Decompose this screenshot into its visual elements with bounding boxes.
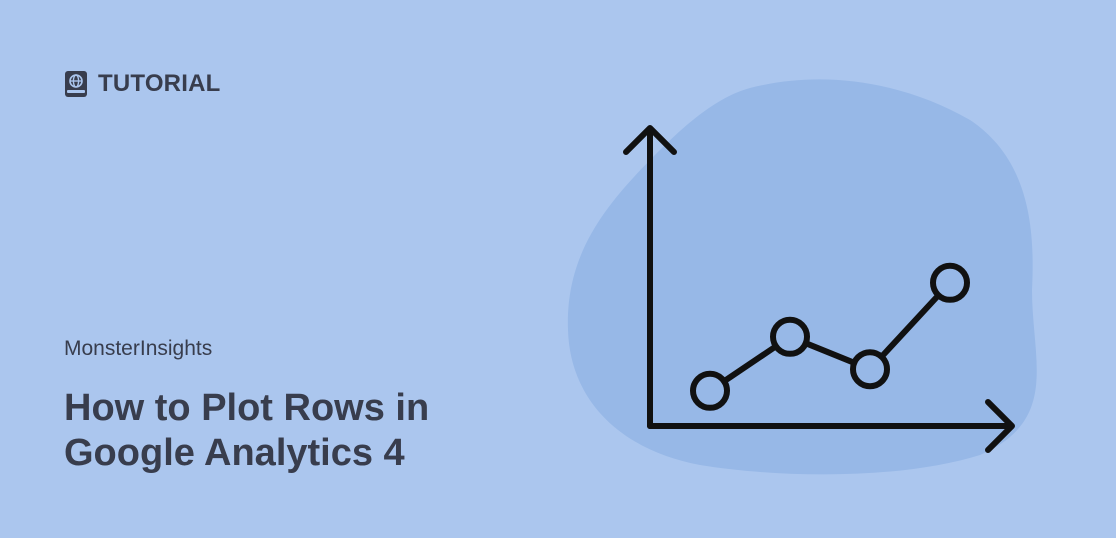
globe-book-icon bbox=[65, 71, 87, 97]
chart-point bbox=[690, 370, 730, 411]
line-chart-icon bbox=[623, 125, 1015, 453]
title-line-2: Google Analytics 4 bbox=[64, 432, 405, 474]
chart-point bbox=[850, 349, 890, 390]
chart-segment bbox=[721, 343, 779, 385]
chart-point bbox=[770, 316, 810, 357]
background-blob bbox=[567, 79, 1037, 475]
tutorial-label: TUTORIAL bbox=[98, 70, 221, 97]
chart-series bbox=[690, 262, 970, 411]
page-title: How to Plot Rows in Google Analytics 4 bbox=[64, 386, 504, 476]
chart-segment bbox=[878, 292, 942, 360]
x-axis-arrowhead bbox=[985, 399, 1015, 453]
chart-segment bbox=[802, 340, 858, 366]
title-line-1: How to Plot Rows in bbox=[64, 387, 430, 429]
chart-point bbox=[930, 262, 970, 303]
brand-name: MonsterInsights bbox=[64, 337, 213, 360]
tutorial-tag: TUTORIAL bbox=[64, 70, 220, 98]
line-chart-illustration bbox=[567, 79, 1037, 475]
y-axis-arrowhead bbox=[623, 125, 677, 155]
